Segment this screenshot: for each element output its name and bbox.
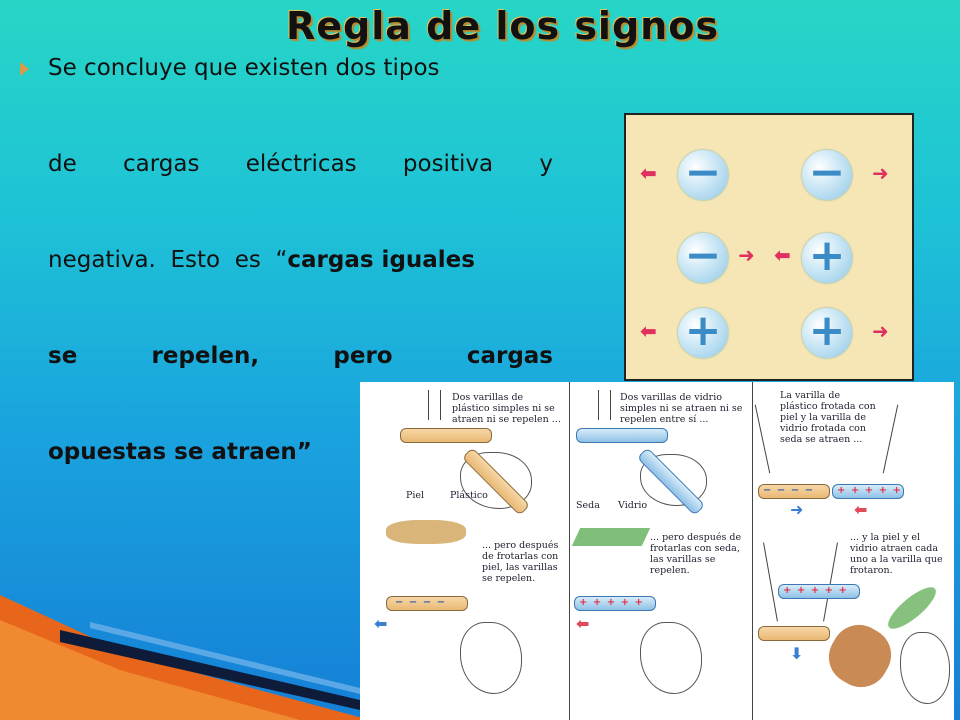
word: cargas bbox=[466, 343, 553, 369]
column-divider bbox=[752, 382, 753, 720]
arrow-right-icon: ➜ bbox=[872, 319, 889, 343]
word: positiva bbox=[402, 151, 494, 177]
glass-rod: + + + + + bbox=[574, 596, 656, 611]
hand-icon bbox=[640, 622, 702, 694]
caption: Dos varillas de plástico simples ni se a… bbox=[452, 392, 561, 425]
glass-rod bbox=[576, 428, 668, 443]
hand-icon bbox=[460, 622, 522, 694]
thread bbox=[754, 404, 771, 474]
label-vidrio: Vidrio bbox=[618, 500, 648, 511]
column-divider bbox=[569, 382, 570, 720]
plastic-rod: − − − − bbox=[386, 596, 468, 611]
silk-icon bbox=[571, 528, 651, 546]
charge-sign: + bbox=[808, 305, 846, 356]
arrow-left-icon: ⬅ bbox=[374, 614, 388, 633]
charge-sign: − bbox=[808, 147, 846, 198]
thread bbox=[610, 390, 611, 420]
body-line-1: Se concluye que existen dos tipos bbox=[48, 55, 440, 81]
glass-rod: + + + + + bbox=[778, 584, 860, 599]
charge-sign: + bbox=[684, 305, 722, 356]
caption: ... pero después de frotarlas con piel, … bbox=[482, 540, 559, 584]
plastic-rod bbox=[400, 428, 492, 443]
arrow-right-icon: ➜ bbox=[872, 161, 889, 185]
label-piel: Piel bbox=[406, 490, 425, 501]
neg-signs: − − − − bbox=[763, 485, 814, 496]
arrow-left-icon: ⬅ bbox=[640, 161, 657, 185]
thread bbox=[440, 390, 441, 420]
negative-charge: − bbox=[802, 150, 852, 200]
charge-sign: − bbox=[684, 147, 722, 198]
caption: ... pero después de frotarlas con seda, … bbox=[650, 532, 742, 576]
pos-signs: + + + + + bbox=[579, 597, 644, 608]
body-line-5: opuestas se atraen” bbox=[48, 439, 312, 465]
thread bbox=[598, 390, 599, 420]
arrow-left-icon: ⬅ bbox=[576, 614, 590, 633]
arrow-right-icon: ➜ bbox=[790, 500, 804, 519]
pos-signs: + + + + + bbox=[837, 485, 902, 496]
positive-charge: + bbox=[802, 233, 852, 283]
thread bbox=[882, 404, 899, 474]
positive-charge: + bbox=[802, 308, 852, 358]
body-line-4: se repelen, pero cargas bbox=[48, 343, 553, 369]
charges-diagram: ⬅ − − ➜ − ➜ ⬅ + ⬅ + + ➜ bbox=[624, 113, 914, 381]
neg-signs: − − − − bbox=[395, 597, 446, 608]
silk-icon bbox=[882, 581, 942, 635]
arrow-right-icon: ➜ bbox=[738, 243, 755, 267]
word: repelen, bbox=[151, 343, 260, 369]
hand-icon bbox=[900, 632, 950, 704]
negative-charge: − bbox=[678, 150, 728, 200]
bullet-arrow-icon bbox=[20, 62, 29, 76]
thread bbox=[763, 542, 778, 622]
word: eléctricas bbox=[245, 151, 357, 177]
word: se bbox=[48, 343, 78, 369]
line3-text: negativa. Esto es “ bbox=[48, 247, 288, 273]
body-line-3: negativa. Esto es “cargas iguales bbox=[48, 247, 553, 273]
caption: La varilla de plástico frotada con piel … bbox=[780, 390, 876, 445]
caption: Dos varillas de vidrio simples ni se atr… bbox=[620, 392, 743, 425]
positive-charge: + bbox=[678, 308, 728, 358]
word: de bbox=[48, 151, 77, 177]
arrow-left-icon: ⬅ bbox=[854, 500, 868, 519]
body-line-2: de cargas eléctricas positiva y bbox=[48, 151, 553, 177]
word: y bbox=[539, 151, 553, 177]
thread bbox=[428, 390, 429, 420]
slide-title: Regla de los signos bbox=[286, 4, 719, 48]
word: pero bbox=[333, 343, 393, 369]
arrow-left-icon: ⬅ bbox=[640, 319, 657, 343]
charge-sign: + bbox=[808, 230, 846, 281]
fur-icon bbox=[386, 520, 466, 544]
arrow-left-icon: ⬅ bbox=[774, 243, 791, 267]
decorative-bands bbox=[0, 595, 370, 720]
word: cargas bbox=[123, 151, 200, 177]
line3-bold: cargas iguales bbox=[287, 247, 475, 273]
label-seda: Seda bbox=[576, 500, 600, 511]
rods-illustration: Dos varillas de plástico simples ni se a… bbox=[360, 382, 954, 720]
caption: ... y la piel y el vidrio atraen cada un… bbox=[850, 532, 943, 576]
plastic-rod: − − − − bbox=[758, 484, 830, 499]
negative-charge: − bbox=[678, 233, 728, 283]
plastic-rod bbox=[758, 626, 830, 641]
thread bbox=[823, 542, 838, 622]
charge-sign: − bbox=[684, 230, 722, 281]
pos-signs: + + + + + bbox=[783, 585, 848, 596]
arrow-down-icon: ⬇ bbox=[790, 644, 804, 663]
glass-rod: + + + + + bbox=[832, 484, 904, 499]
label-plastico: Plástico bbox=[450, 490, 488, 501]
